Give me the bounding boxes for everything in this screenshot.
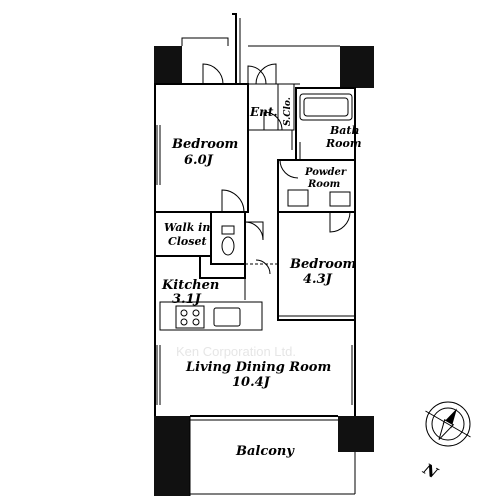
living-size: 10.4J [232, 375, 271, 390]
bedroom1-name: Bedroom [171, 137, 238, 152]
bath-label-line2: Room [325, 137, 361, 150]
column-bottom-left [154, 416, 190, 496]
walkin-label-line1: Walk in [164, 221, 210, 234]
compass-icon [425, 401, 471, 447]
powder-label-line2: Room [307, 179, 340, 190]
shoe-closet-label: S.Clo. [283, 97, 293, 126]
bedroom2-name: Bedroom [289, 257, 356, 272]
entrance-walls [247, 83, 295, 131]
column-top-left [154, 46, 182, 84]
bedroom2-walls [277, 211, 355, 321]
balcony-label: Balcony [235, 444, 295, 459]
entrance-label: Ent. [249, 105, 278, 119]
bedroom2-size: 4.3J [303, 272, 333, 287]
living-name: Living Dining Room [185, 360, 331, 375]
walkin-label-line2: Closet [168, 235, 207, 248]
bath-label-line1: Bath [329, 124, 360, 137]
bedroom1-size: 6.0J [184, 153, 214, 168]
column-bottom-right [338, 416, 374, 452]
top-structures [181, 13, 340, 85]
living-windows [156, 345, 353, 405]
kitchen-area [155, 255, 263, 331]
powder-walls [277, 142, 356, 213]
compass-label: N [419, 459, 442, 483]
kitchen-name: Kitchen [161, 278, 219, 293]
column-top-right [340, 46, 374, 88]
powder-label-line1: Powder [304, 167, 347, 178]
kitchen-size: 3.1J [172, 292, 202, 307]
watermark: Ken Corporation Ltd. [176, 344, 296, 359]
